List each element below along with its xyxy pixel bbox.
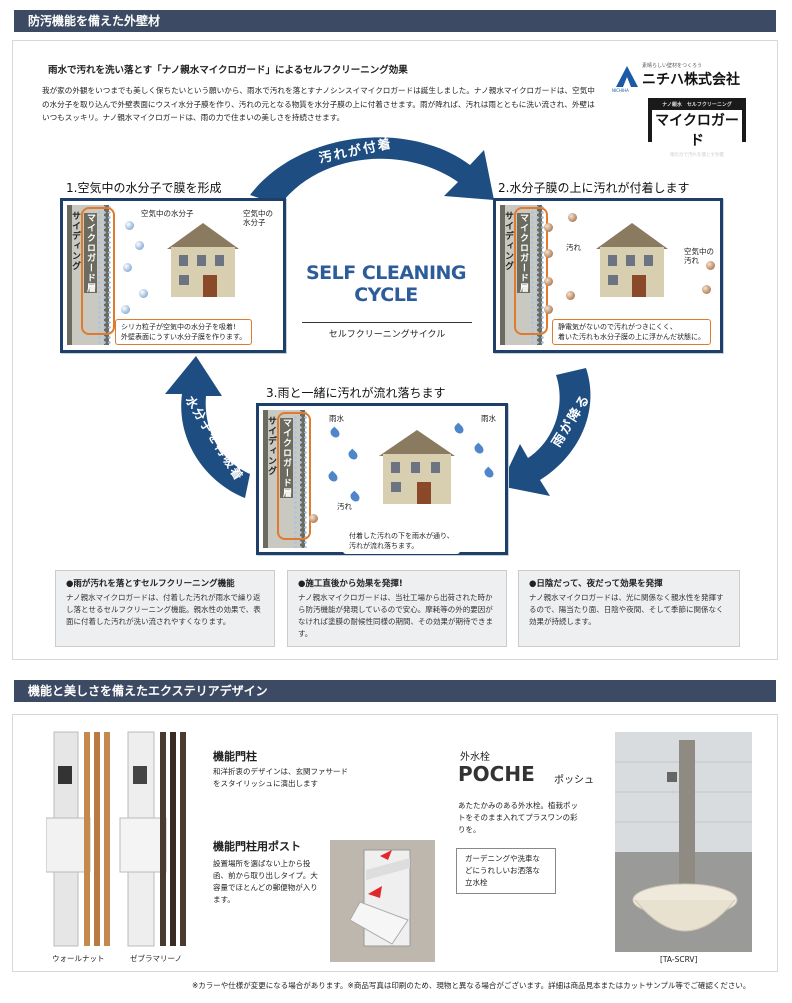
footer-note: ※カラーや仕様が変更になる場合があります。※商品写真は印刷のため、現物と異なる場… (192, 981, 751, 990)
step2-siding-label: サイディング (503, 211, 513, 271)
step3-layer-label: マイクロガード層 (280, 418, 293, 498)
mailbox-image (330, 840, 435, 962)
feature-box-1: ●雨が汚れを落とすセルフクリーニング機能 ナノ親水マイクロガードは、付着した汚れ… (55, 570, 275, 647)
variant-zebrano-label: ゼブラマリーノ (130, 954, 183, 963)
step1-house-icon (167, 223, 239, 297)
microguard-logo: ナノ親水 セルフクリーニング マイクロガード 雨の力で汚れを落とす外壁 (648, 98, 746, 158)
faucet-note: ガーデニングや洗車などにうれしいお洒落な立水栓 (456, 848, 556, 894)
brand-tagline: 素晴らしい壁材をつくろう (642, 63, 703, 69)
microguard-logo-bottom: 雨の力で汚れを落とす外壁 (670, 153, 724, 158)
step3-raindrop (472, 442, 486, 456)
faucet-label: 外水栓 (460, 752, 490, 763)
nichiha-logo (614, 63, 640, 89)
step1-card: サイディング マイクロガード層 空気中の水分子 空気中の 水分子 シリカ粒子が空… (60, 198, 286, 353)
faucet-image (615, 732, 752, 952)
section-header-text: 機能と美しさを備えたエクステリアデザイン (28, 684, 268, 698)
step3-raindrop (482, 466, 496, 480)
step3-card: サイディング マイクロガード層 雨水 雨水 汚れ 付着した汚れの下を雨水が通り、… (256, 403, 508, 555)
feature-2-title: ●施工直後から効果を発揮! (298, 579, 403, 589)
step3-particles (293, 410, 307, 548)
gate-post-walnut-image (46, 731, 110, 947)
step2-label-b: 空気中の 汚れ (684, 247, 714, 265)
step2-particles (530, 205, 544, 345)
feature-box-3: ●日陰だって、夜だって効果を発揮 ナノ親水マイクロガードは、光に関係なく親水性を… (518, 570, 740, 647)
brand-name: ニチハ株式会社 (642, 72, 740, 88)
step3-house-icon (379, 430, 455, 504)
step1-note: シリカ粒子が空気中の水分子を吸着! 外壁表面にうすい水分子膜を作ります。 (115, 319, 253, 345)
arrow-right-shape (500, 368, 591, 496)
step1-molecule (125, 221, 134, 230)
faucet-kana: ポッシュ (554, 775, 594, 786)
feature-3-body: ナノ親水マイクロガードは、光に関係なく親水性を発揮するので、陽当たり面、日陰や夜… (529, 593, 724, 626)
step3-raindrop (328, 426, 342, 440)
mailbox-product-name: 機能門柱用ポスト (213, 840, 301, 853)
step1-siding-label: サイディング (70, 211, 80, 271)
step3-label-c: 汚れ (337, 502, 352, 511)
cycle-arrows (165, 137, 591, 498)
faucet-desc: あたたかみのある外水栓。植栽ポットをそのまま入れてプラスワンの彩りを。 (458, 801, 578, 834)
step2-label-a: 汚れ (566, 243, 581, 252)
step2-dirt (544, 305, 553, 314)
step2-layer-label: マイクロガード層 (517, 213, 530, 293)
step1-layer-band (81, 207, 115, 335)
step2-dirt (568, 213, 577, 222)
nichiha-mark-icon (616, 66, 638, 87)
step2-card: サイディング マイクロガード層 汚れ 空気中の 汚れ 静電気がないので汚れがつき… (493, 198, 723, 353)
cycle-title-line2: CYCLE (354, 284, 418, 306)
step3-raindrop (326, 470, 340, 484)
step3-siding-label: サイディング (266, 416, 276, 476)
step3-layer-band (277, 412, 311, 540)
variant-walnut-label: ウォールナット (52, 954, 105, 963)
intro-title: 雨水で汚れを洗い落とす「ナノ親水マイクロガード」によるセルフクリーニング効果 (48, 65, 408, 76)
step2-dirt (706, 261, 715, 270)
cycle-title: SELF CLEANING CYCLE (296, 262, 476, 306)
step3-title: 3.雨と一緒に汚れが流れ落ちます (266, 386, 446, 400)
faucet-name: POCHE (458, 762, 535, 786)
section-header-exterior: 機能と美しさを備えたエクステリアデザイン (14, 680, 776, 702)
step1-molecule (139, 289, 148, 298)
step2-layer-band (514, 207, 548, 335)
step3-label-b: 雨水 (481, 414, 496, 423)
step1-layer-label: マイクロガード層 (84, 213, 97, 293)
post-product-name: 機能門柱 (213, 750, 257, 763)
step1-molecule (135, 241, 144, 250)
step1-label-a: 空気中の水分子 (141, 209, 194, 218)
mailbox-product-desc: 設置場所を選ばない上から投函、前から取り出しタイプ。大容量でほとんどの郵便物が入… (213, 859, 318, 904)
step2-house-icon (596, 223, 668, 297)
step2-dirt (702, 285, 711, 294)
arrow-top-shape (250, 137, 494, 205)
cycle-title-line1: SELF CLEANING (305, 262, 467, 284)
feature-1-body: ナノ親水マイクロガードは、付着した汚れが雨水で繰り返し落とせるセルフクリーニング… (66, 593, 261, 626)
section-header-antifouling: 防汚機能を備えた外壁材 (14, 10, 776, 32)
section-header-text: 防汚機能を備えた外壁材 (28, 14, 161, 28)
step3-label-a: 雨水 (329, 414, 344, 423)
step1-molecule (123, 263, 132, 272)
step1-molecule (121, 305, 130, 314)
step2-note: 静電気がないので汚れがつきにくく、 着いた汚れも水分子膜の上に浮かんだ状態に。 (552, 319, 711, 345)
gate-post-zebrano-image (119, 731, 186, 947)
step2-dirt (544, 223, 553, 232)
step2-dirt (566, 291, 575, 300)
cycle-subtitle: セルフクリーニングサイクル (302, 322, 472, 340)
step2-title: 2.水分子膜の上に汚れが付着します (498, 181, 690, 195)
microguard-logo-text: マイクロガード (652, 110, 742, 150)
arrow-left-shape (165, 356, 250, 498)
feature-3-title: ●日陰だって、夜だって効果を発揮 (529, 579, 663, 589)
step2-dirt (544, 277, 553, 286)
step2-dirt (544, 249, 553, 258)
step3-note: 付着した汚れの下を雨水が通り、 汚れが流れ落ちます。 (343, 528, 460, 554)
step3-raindrop (346, 448, 360, 462)
feature-2-body: ナノ親水マイクロガードは、当社工場から出荷された時から防汚機能が発現しているので… (298, 593, 493, 638)
step3-dirt (309, 514, 318, 523)
step1-particles (97, 205, 111, 345)
feature-box-2: ●施工直後から効果を発揮! ナノ親水マイクロガードは、当社工場から出荷された時か… (287, 570, 507, 647)
microguard-logo-top: ナノ親水 セルフクリーニング (662, 102, 732, 108)
nichiha-mark-text: NICHIHA (612, 88, 629, 93)
intro-body: 我が家の外観をいつまでも美しく保ちたいという願いから、雨水で汚れを落とすナノシン… (42, 86, 595, 122)
step1-label-b: 空気中の 水分子 (243, 209, 273, 227)
feature-1-title: ●雨が汚れを落とすセルフクリーニング機能 (66, 579, 235, 589)
faucet-code: [TA-SCRV] (660, 955, 698, 964)
step1-title: 1.空気中の水分子で膜を形成 (66, 181, 222, 195)
post-product-desc: 和洋折衷のデザインは、玄関ファサードをスタイリッシュに演出します (213, 767, 348, 788)
